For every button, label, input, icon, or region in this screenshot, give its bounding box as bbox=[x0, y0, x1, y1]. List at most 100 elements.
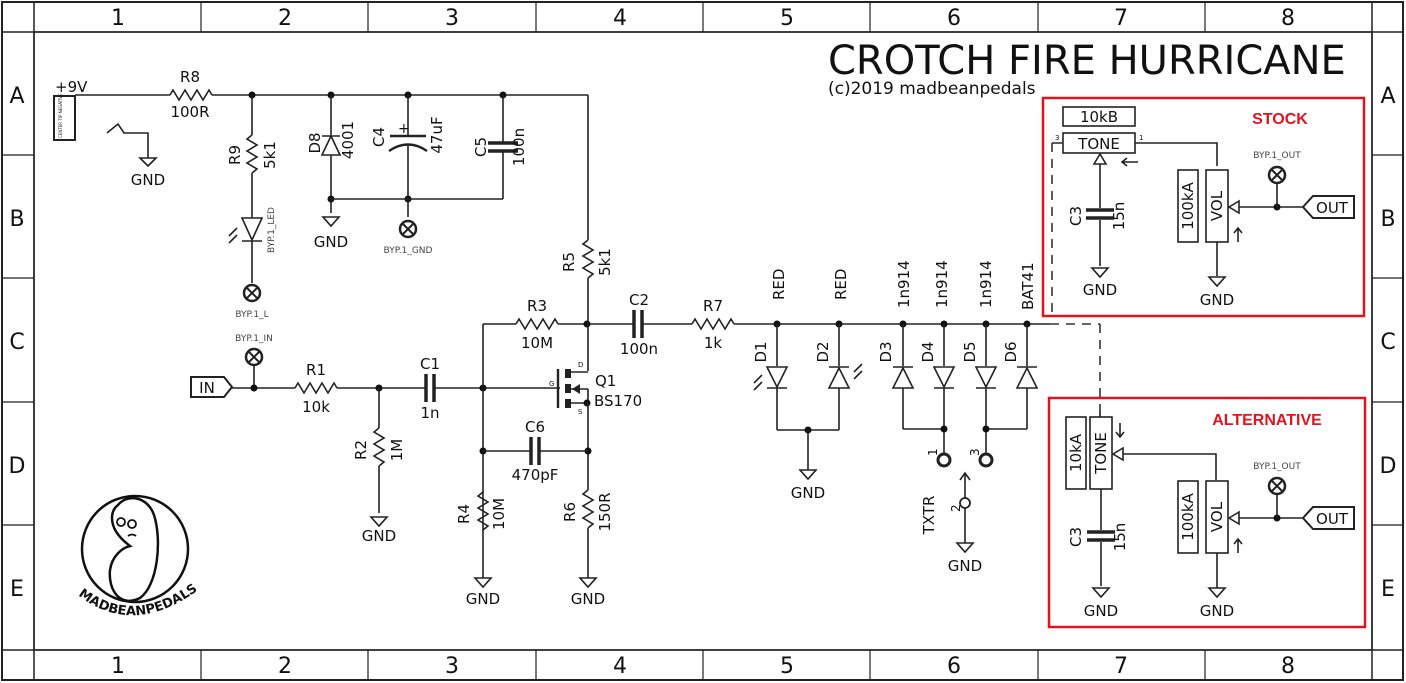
madbean-logo: MADBEANPEDALS bbox=[76, 494, 200, 619]
gnd-label: GND bbox=[1200, 291, 1234, 309]
alt-c3-value: 15n bbox=[1111, 523, 1129, 552]
ground-icon bbox=[1090, 267, 1110, 279]
grid-col-label: 4 bbox=[613, 6, 627, 31]
txtr-pin-1: 1 bbox=[926, 448, 940, 456]
c5-value: 100n bbox=[510, 128, 528, 166]
q1-pin-s: S bbox=[578, 408, 583, 416]
r7-value: 1k bbox=[704, 334, 723, 352]
r7-name: R7 bbox=[703, 297, 723, 315]
bypass-pad-icon bbox=[242, 283, 262, 303]
grid-col-label: 6 bbox=[947, 6, 961, 31]
c4-value: 47uF bbox=[428, 116, 446, 153]
stock-tone-section: STOCK 10kB TONE 3 1 C3 15n GND 100kA VOL bbox=[1041, 96, 1366, 318]
grid-col-label: 2 bbox=[278, 654, 292, 679]
ground-icon bbox=[1207, 587, 1227, 599]
txtr-switch[interactable] bbox=[936, 452, 994, 543]
resistor-r1 bbox=[294, 381, 338, 395]
stock-tone-value-box bbox=[1062, 106, 1136, 127]
diode-d3-icon bbox=[891, 366, 915, 389]
d1-name: D1 bbox=[752, 341, 770, 362]
clipping-section: C2 100n R7 1k RED RED 1n914 1n914 1n914 … bbox=[620, 260, 1101, 575]
d5-name: D5 bbox=[961, 341, 979, 362]
q1-value: BS170 bbox=[594, 392, 642, 410]
pin-number: 3 bbox=[1055, 134, 1059, 142]
grid-col-label: 1 bbox=[111, 654, 125, 679]
gnd-label: GND bbox=[131, 171, 165, 189]
ground-icon bbox=[1091, 587, 1111, 599]
stock-heading: STOCK bbox=[1252, 111, 1308, 128]
stock-vol-value: 100kA bbox=[1179, 181, 1197, 229]
copyright-text: (c)2019 madbeanpedals bbox=[828, 79, 1036, 99]
mosfet-section: R3 10M R5 5k1 G D S Q1 BS170 bbox=[455, 239, 642, 608]
bypass-out-label: BYP.1_OUT bbox=[1253, 462, 1301, 472]
d6-name: D6 bbox=[1002, 341, 1020, 362]
r4-name: R4 bbox=[455, 504, 473, 524]
output-port bbox=[1301, 195, 1355, 219]
grid-row-label: C bbox=[1380, 330, 1395, 355]
bypass-gnd-label: BYP.1_GND bbox=[384, 246, 433, 256]
gnd-label: GND bbox=[948, 557, 982, 575]
resistor-r6 bbox=[581, 489, 595, 529]
r2-name: R2 bbox=[352, 440, 370, 460]
resistor-r7 bbox=[691, 317, 735, 331]
output-port-label: OUT bbox=[1316, 510, 1349, 528]
capacitor-c4 bbox=[388, 143, 428, 153]
txtr-label: TXTR bbox=[920, 496, 938, 536]
alternative-heading: ALTERNATIVE bbox=[1212, 412, 1322, 429]
grid-row-label: E bbox=[1381, 577, 1395, 602]
alt-tone-value-box bbox=[1065, 416, 1087, 490]
grid-col-label: 5 bbox=[780, 6, 794, 31]
alternative-tone-section: ALTERNATIVE 10kA TONE C3 15n GND 100kA V… bbox=[1047, 396, 1367, 629]
grid-row-label: A bbox=[1380, 84, 1395, 109]
input-section: BYP.1_IN IN R1 10k R2 1M GND C1 1n bbox=[190, 334, 560, 545]
d2-name: D2 bbox=[814, 341, 832, 362]
led-d1-icon bbox=[765, 366, 789, 389]
stock-highlight-box bbox=[1041, 96, 1366, 318]
txtr-pin-2: 2 bbox=[949, 504, 963, 512]
gnd-label: GND bbox=[1083, 281, 1117, 299]
grid-col-label: 3 bbox=[445, 6, 459, 31]
ground-icon bbox=[138, 157, 158, 168]
d8-name: D8 bbox=[306, 132, 324, 153]
stock-vol-label: VOL bbox=[1208, 190, 1226, 221]
r6-value: 150R bbox=[596, 492, 614, 531]
grid-col-label: 7 bbox=[1114, 654, 1128, 679]
grid-col-label: 6 bbox=[947, 654, 961, 679]
r6-name: R6 bbox=[561, 502, 579, 522]
r3-name: R3 bbox=[527, 297, 547, 315]
resistor-r2 bbox=[372, 427, 386, 467]
diode-d6-icon bbox=[1015, 366, 1039, 389]
power-section: +9V CENTER TIP NEGATIVE R8 100R GND R9 5… bbox=[53, 68, 589, 320]
d8-value: 4001 bbox=[339, 121, 357, 159]
pin-number: 1 bbox=[1139, 134, 1143, 142]
gnd-label: GND bbox=[466, 590, 500, 608]
q1-name: Q1 bbox=[595, 372, 616, 390]
r9-name: R9 bbox=[226, 145, 244, 165]
c6-name: C6 bbox=[525, 418, 545, 436]
d4-name: D4 bbox=[919, 341, 937, 362]
d3-value: 1n914 bbox=[895, 260, 913, 308]
input-port-label: IN bbox=[199, 379, 215, 397]
r8-value: 100R bbox=[170, 103, 209, 121]
r3-value: 10M bbox=[521, 334, 553, 352]
grid-row-label: D bbox=[1380, 454, 1397, 479]
gnd-label: GND bbox=[791, 484, 825, 502]
grid-col-label: 8 bbox=[1281, 654, 1295, 679]
bypass-out-label: BYP.1_OUT bbox=[1253, 151, 1301, 161]
page-title: CROTCH FIRE HURRICANE bbox=[828, 38, 1346, 84]
alt-vol-value: 100kA bbox=[1179, 492, 1197, 540]
d1-value: RED bbox=[770, 269, 788, 300]
stock-tone-value: 10kB bbox=[1080, 108, 1118, 126]
ground-icon bbox=[473, 577, 493, 589]
ground-icon bbox=[578, 577, 598, 589]
resistor-r3 bbox=[515, 317, 559, 331]
stock-vol-value-box bbox=[1177, 169, 1199, 243]
resistor-r4 bbox=[476, 491, 490, 531]
bypass-in-label: BYP.1_IN bbox=[235, 334, 273, 344]
alt-tone-value: 10kA bbox=[1067, 433, 1085, 472]
ground-icon bbox=[321, 216, 341, 228]
gnd-label: GND bbox=[362, 527, 396, 545]
svg-text:+: + bbox=[398, 121, 410, 137]
